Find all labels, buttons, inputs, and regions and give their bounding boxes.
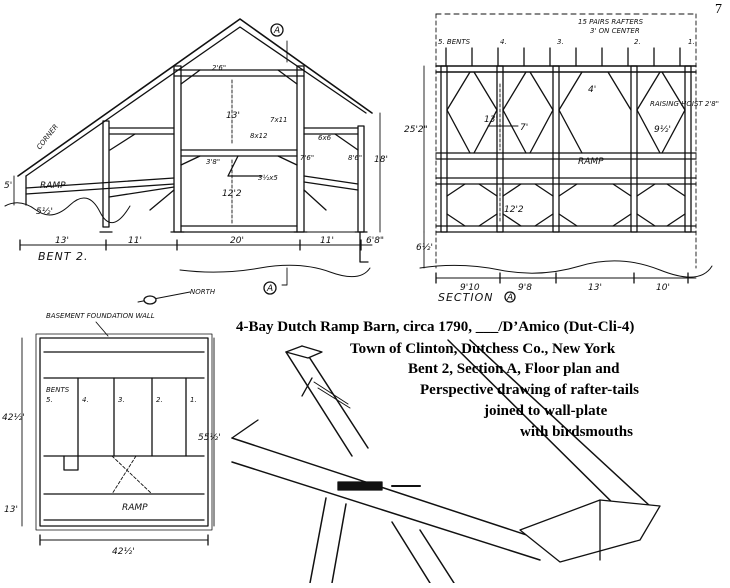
bent-dim-upper: 13': [226, 111, 240, 121]
plan-bent-1: 1.: [190, 396, 197, 404]
section-hoist-label: RAISING HOIST 2'8": [650, 100, 719, 108]
section-dim-brace-span: 7': [520, 123, 528, 133]
bent-dim-post-inner: 7'6": [300, 154, 314, 162]
bent-2-title: BENT 2.: [38, 250, 88, 263]
caption-line-4: Perspective drawing of rafter-tails: [420, 382, 639, 398]
plan-bent-3: 3.: [118, 396, 125, 404]
section-bent-1: 1.: [688, 38, 695, 46]
bent-dim-left-wall: 5': [4, 181, 12, 191]
bent-marker-a-top: A: [273, 26, 280, 36]
bent-ramp-label: RAMP: [40, 181, 66, 191]
plan-bent-4: 4.: [82, 396, 89, 404]
plan-dim-left-lower: 13': [4, 505, 18, 515]
bent-dim-plate: 7x11: [270, 116, 288, 124]
section-dim-top: 4': [588, 85, 596, 95]
section-bay-3: 13': [588, 283, 602, 293]
plan-bent-5: 5.: [46, 396, 53, 404]
bent-dim-lower: 12'2: [222, 189, 242, 199]
section-bay-1: 9'10: [460, 283, 480, 293]
bent-dim-post-right: 8'6": [348, 154, 362, 162]
bent-dim-w2: 11': [128, 236, 142, 246]
bent-marker-a-bottom: A: [266, 284, 273, 294]
caption-line-1: 4-Bay Dutch Ramp Barn, circa 1790, ___/D…: [236, 319, 635, 335]
plan-foundation-label: BASEMENT FOUNDATION WALL: [46, 312, 155, 320]
bent-dim-collar: 2'6": [212, 64, 226, 72]
bent-dim-brace: 3½x5: [258, 174, 278, 182]
north-arrow: [137, 291, 191, 305]
plan-dim-left-upper: 42½': [2, 413, 25, 423]
bent-dim-right: 18': [374, 155, 388, 165]
section-note-rafters: 15 PAIRS RAFTERS: [578, 18, 644, 26]
section-bent-4: 4.: [500, 38, 507, 46]
caption-line-3: Bent 2, Section A, Floor plan and: [408, 361, 620, 377]
bent-dim-beam: 3'8": [206, 158, 220, 166]
caption-line-6: with birdsmouths: [520, 424, 633, 440]
section-dim-lower: 12'2: [504, 205, 524, 215]
bent-corner-label: CORNER: [35, 123, 60, 152]
section-dim-total: 25'2": [404, 125, 428, 135]
bent-dim-w3: 20': [230, 236, 244, 246]
bent-dim-w4: 11': [320, 236, 334, 246]
bent-dim-w5: 6'8": [366, 236, 384, 246]
caption-line-5: joined to wall-plate: [484, 403, 608, 419]
section-a-drawing: [419, 13, 713, 284]
floor-plan-drawing: [21, 321, 215, 546]
bent-dim-w1: 13': [55, 236, 69, 246]
section-bay-4: 10': [656, 283, 670, 293]
section-dim-right: 9½': [654, 125, 671, 135]
bent-2-drawing: [4, 18, 381, 286]
plan-bent-2: 2.: [156, 396, 163, 404]
bent-dim-rafter: 6x6: [318, 134, 332, 142]
section-bay-2: 9'8: [518, 283, 532, 293]
section-ramp-label: RAMP: [578, 157, 604, 167]
plan-dim-bottom: 42½': [112, 547, 135, 557]
section-bent-3: 3.: [557, 38, 564, 46]
plan-ramp-label: RAMP: [122, 503, 148, 513]
caption-line-2: Town of Clinton, Dutchess Co., New York: [350, 341, 616, 357]
rafter-tail-perspective: [231, 339, 661, 584]
plan-dim-right: 55½': [198, 433, 221, 443]
north-label: NORTH: [190, 288, 216, 296]
section-bent-2: 2.: [634, 38, 641, 46]
section-dim-base: 6½': [416, 243, 433, 253]
bent-dim-ramp-height: 5½': [36, 207, 53, 217]
section-marker-a: A: [506, 293, 513, 303]
section-title: SECTION: [438, 291, 493, 304]
page-number: 7: [715, 2, 722, 17]
bent-dim-tie: 8x12: [250, 132, 268, 140]
section-note-spacing: 3' ON CENTER: [590, 27, 640, 35]
section-dim-upper: 13': [484, 115, 498, 125]
plan-bents-label: BENTS: [46, 386, 70, 394]
section-bent-5: 5. BENTS: [438, 38, 471, 46]
